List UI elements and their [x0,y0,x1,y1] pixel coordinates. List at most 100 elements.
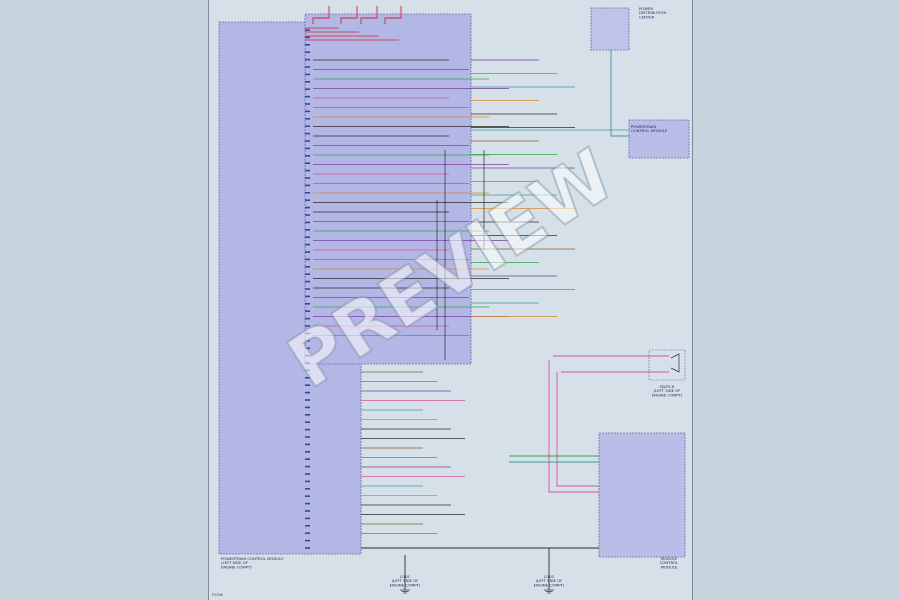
ground-label-2: (LEFT SIDE OF [536,578,563,583]
pin-stub [305,451,310,453]
switch-label: (LEFT SIDE OF [654,388,681,393]
lower-module-label: MODULE [661,556,678,561]
pin-stub [305,458,310,460]
pin-stub [305,502,310,505]
pin-stub [305,303,310,305]
pin-stub [305,29,310,31]
pcm-label: ENGINE COMPT) [221,564,252,569]
pin-stub [305,532,310,534]
pin-stub [305,73,310,76]
fuse-feed-wire-3 [360,6,378,24]
fuse-feed-wire-1 [312,6,330,24]
control-module-lower-right [598,432,686,558]
pin-stub [305,325,310,327]
pin-stub [305,184,310,187]
pin-stub [305,332,310,335]
module-labels-layer: POWERTRAIN CONTROL MODULE(LEFT SIDE OFEN… [221,6,683,587]
pin-stub [305,192,310,194]
pin-stub [305,414,310,416]
pcm-upper-extension [304,13,472,365]
pin-stub [305,88,310,90]
pin-stub [305,443,310,446]
pin-stub [305,206,310,209]
pin-stub [305,480,310,483]
pin-stub [305,421,310,423]
ground-label-1: (LEFT SIDE OF [392,578,419,583]
pin-stub [305,369,310,372]
pin-stub [305,118,310,120]
pin-stub [305,525,310,527]
pin-stub [305,103,310,105]
pdc-label: CENTER [639,14,655,19]
fuse-feed-wire-4 [384,6,402,24]
pin-stub [305,132,310,135]
pin-stub [305,236,310,238]
pin-stub [305,266,310,268]
pcm-label: (LEFT SIDE OF [221,560,248,565]
pin-stub [305,169,310,172]
pin-stub [305,428,310,431]
pin-stub [305,58,310,61]
pin-stub [305,399,310,401]
pin-stub [305,362,310,364]
pin-stub [305,295,310,298]
pin-stub [305,288,310,290]
pin-stub [305,517,310,520]
pin-stub [305,406,310,409]
wires-layer [305,6,669,594]
lower-module-label: MODULE [661,564,678,569]
pin-stub [305,155,310,157]
power-distribution-center [590,7,630,51]
pin-stub [305,44,310,46]
pin-stub [305,465,310,468]
pin-stub [305,495,310,497]
pin-stub [305,258,310,261]
pin-stub [305,310,310,312]
pin-stub [305,317,310,320]
pin-stub [305,391,310,394]
pin-stub [305,140,310,142]
pin-stub [305,110,310,113]
pin-stub [305,377,310,379]
ground-label-1: G101 [400,574,411,579]
pin-stub [305,177,310,179]
pink-loop-wire-1 [548,360,599,493]
pin-stub [305,243,310,246]
pdc-label: DISTRIBUTION [639,10,666,15]
pin-stub [305,384,310,386]
pin-stub [305,539,310,542]
pin-stub [305,229,310,231]
labels-layer [305,29,310,549]
pin-stub [305,347,310,349]
pin-stub [305,354,310,357]
pin-stub [305,81,310,83]
pin-stub [305,199,310,201]
pin-stub [305,221,310,224]
footer-code: P1296 [212,593,223,597]
right-pcm-label: CONTROL MODULE [631,128,668,133]
pin-stub [305,280,310,283]
pcm-label: POWERTRAIN CONTROL MODULE [221,556,284,561]
fuse-feed-wire-2 [340,6,358,24]
pin-stub [305,95,310,98]
switch-symbol [670,353,680,373]
ground-label-2: ENGINE COMPT) [534,582,565,587]
switch-label: SWITCH [660,384,675,389]
ground-label-1: ENGINE COMPT) [390,582,421,587]
pin-stub [305,510,310,512]
pin-stub [305,36,310,39]
pin-stub [305,251,310,253]
pin-stub [305,473,310,475]
pink-loop-wire-2 [556,372,599,487]
pin-stub [305,273,310,275]
pin-stub [305,162,310,164]
pdc-label: POWER [639,6,653,11]
modules-layer [218,7,690,558]
pin-stub [305,547,310,549]
pin-stub [305,436,310,438]
pin-stub [305,51,310,53]
pin-stub [305,488,310,490]
pin-stub [305,147,310,150]
switch-outline [648,349,686,381]
